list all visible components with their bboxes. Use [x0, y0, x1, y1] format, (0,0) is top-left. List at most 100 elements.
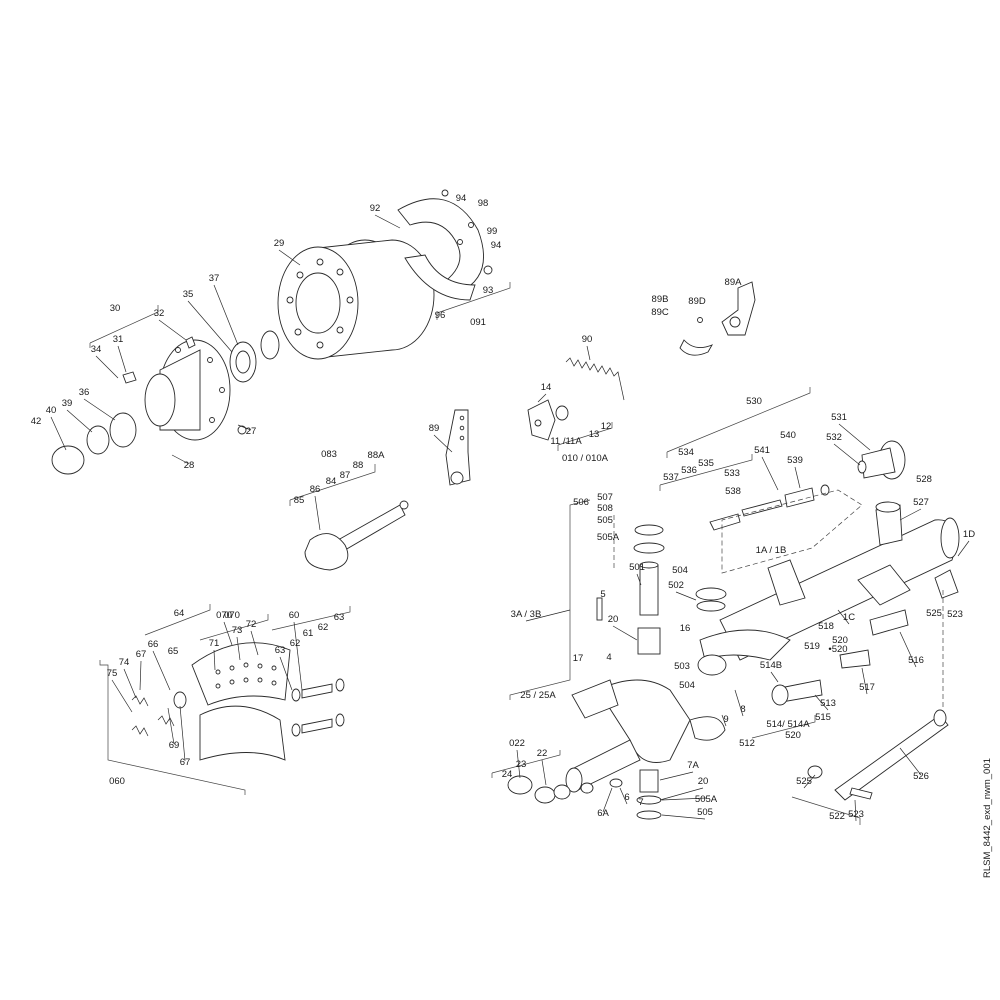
part-label: 12	[601, 421, 612, 432]
part-label: 010 / 010A	[562, 453, 609, 464]
part-label: 540	[780, 430, 796, 441]
part-label: 503	[674, 661, 690, 672]
part-label: 502	[668, 580, 684, 591]
leader-line	[794, 466, 801, 489]
leader-line	[213, 284, 239, 346]
leader-line	[659, 787, 704, 801]
part-label: 62	[318, 622, 329, 633]
leader-line	[187, 300, 233, 353]
part-label: 1D	[963, 529, 975, 540]
part-label: 507	[597, 492, 613, 503]
leader-line	[899, 631, 917, 668]
leader-line	[957, 540, 970, 557]
part-label: 98	[478, 198, 489, 209]
leader-line	[854, 799, 857, 822]
part-label: 89D	[688, 296, 706, 307]
leader-line	[675, 591, 697, 601]
part-label: 515	[815, 712, 831, 723]
part-label: 534	[678, 447, 694, 458]
part-label: 40	[46, 405, 57, 416]
slack-adjuster-lower	[445, 409, 471, 486]
part-label: 85	[294, 495, 305, 506]
part-label: 99	[487, 226, 498, 237]
part-label: 091	[470, 317, 486, 328]
part-label: 535	[698, 458, 714, 469]
part-label: 7A	[687, 760, 699, 771]
leader-lines	[50, 214, 970, 822]
part-label: 39	[62, 398, 73, 409]
leader-line	[803, 774, 816, 789]
part-label: 523	[848, 809, 864, 820]
part-label: 1C	[843, 612, 855, 623]
part-label: 527	[913, 497, 929, 508]
part-label: 513	[820, 698, 836, 709]
slack-adjuster-upper	[679, 281, 756, 356]
part-label: 5	[600, 589, 605, 600]
part-label: 533	[724, 468, 740, 479]
leader-line	[661, 797, 707, 801]
part-label: 92	[370, 203, 381, 214]
part-label: 6A	[597, 808, 609, 819]
part-label: 538	[725, 486, 741, 497]
part-label: 61	[303, 628, 314, 639]
leader-line	[761, 456, 779, 491]
part-label: 94	[491, 240, 502, 251]
leader-line	[721, 714, 727, 727]
part-label: 30	[110, 303, 121, 314]
leader-line	[833, 443, 861, 466]
axis-lines	[613, 489, 944, 710]
part-label: 4	[606, 652, 611, 663]
leader-line	[179, 705, 186, 762]
leader-line	[123, 668, 137, 699]
part-label: 73	[232, 625, 243, 636]
knuckle-hardware	[507, 597, 727, 820]
part-label: 512	[739, 738, 755, 749]
part-label: 67	[136, 649, 147, 660]
part-label: 501	[629, 562, 645, 573]
leader-line	[661, 814, 706, 820]
adjuster-plate	[527, 399, 569, 441]
part-label: 24	[502, 769, 513, 780]
part-label: 526	[913, 771, 929, 782]
leader-line	[83, 398, 116, 421]
leader-line	[838, 423, 871, 451]
part-label: 72	[246, 619, 257, 630]
part-label: 65	[168, 646, 179, 657]
part-label: 63	[275, 645, 286, 656]
leader-line	[111, 679, 133, 713]
part-label: 505	[597, 515, 613, 526]
drawing-id: RLSM_8442_exd_nwm_001	[982, 758, 993, 878]
part-label: 36	[79, 387, 90, 398]
leader-line	[167, 707, 175, 745]
part-label: 531	[831, 412, 847, 423]
part-label: 14	[541, 382, 552, 393]
leader-line	[516, 749, 521, 779]
part-label: 1A / 1B	[756, 545, 787, 556]
part-label: 505A	[695, 794, 718, 805]
part-label: 519	[804, 641, 820, 652]
leader-line	[770, 671, 779, 683]
part-label: 60	[289, 610, 300, 621]
part-label: 505	[697, 807, 713, 818]
part-label: 11 /11A	[550, 436, 582, 447]
leader-line	[612, 625, 638, 641]
part-label: 523	[947, 609, 963, 620]
leader-line	[659, 771, 694, 781]
part-label: 27	[246, 426, 257, 437]
part-label: 37	[209, 273, 220, 284]
camshaft	[304, 500, 409, 571]
part-label: 71	[209, 638, 220, 649]
part-label: 64	[174, 608, 185, 619]
part-label: 28	[184, 460, 195, 471]
part-label: 32	[154, 308, 165, 319]
part-label: 35	[183, 289, 194, 300]
part-label: 530	[746, 396, 762, 407]
part-label: 514/ 514A	[766, 719, 810, 730]
leader-line	[837, 609, 850, 625]
part-label: 541	[754, 445, 770, 456]
steering-knuckle	[565, 629, 791, 793]
part-label: 518	[818, 621, 834, 632]
tie-rod-end	[771, 609, 909, 706]
